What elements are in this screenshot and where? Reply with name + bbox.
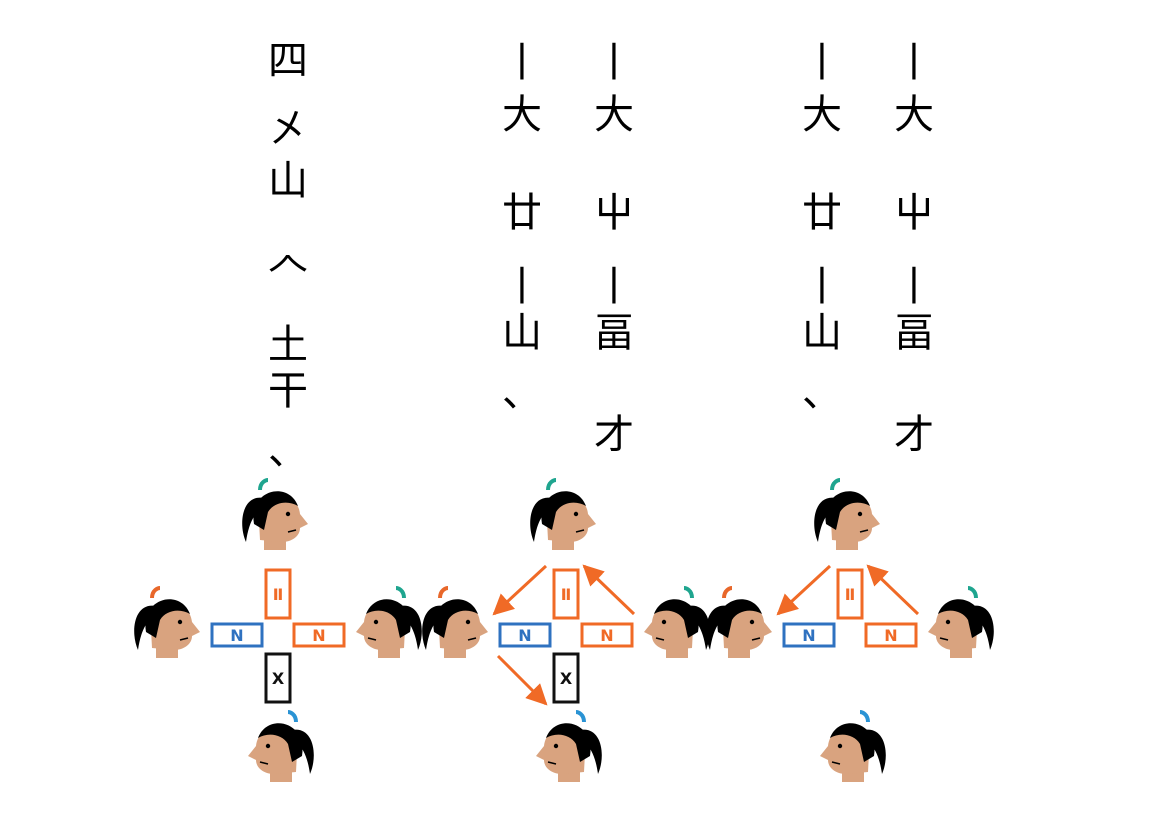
column-glyph: 土: [268, 322, 308, 368]
tile-symbol: N: [884, 626, 897, 645]
column-glyph: 才: [894, 412, 934, 458]
tile-symbol: Ⅱ: [273, 585, 284, 604]
player-head-icon: [536, 710, 602, 782]
column-glyph: 畐: [894, 310, 934, 356]
column-glyph: 丨: [802, 264, 842, 310]
player-head-icon: [242, 478, 308, 550]
tile: Ⅱ: [552, 568, 580, 620]
column-glyph: 丨: [894, 264, 934, 310]
seating-diagram: Ⅱ N N X: [134, 478, 422, 782]
player-head-icon: [814, 478, 880, 550]
player-head-icon: [356, 586, 422, 658]
column-glyph: 畐: [594, 310, 634, 356]
column-glyph: 丨: [502, 264, 542, 310]
tile: N: [210, 622, 264, 648]
player-head-icon: [134, 586, 200, 658]
tile-symbol: X: [272, 669, 285, 688]
column-glyph: 干: [268, 368, 308, 414]
column-glyph: 大: [802, 92, 842, 138]
tile-symbol: N: [230, 626, 243, 645]
column-glyph: 丨: [594, 264, 634, 310]
column-glyph: 大: [594, 92, 634, 138]
tile: Ⅱ: [836, 568, 864, 620]
player-head-icon: [248, 710, 314, 782]
tile: N: [498, 622, 552, 648]
column-glyph: 四: [268, 38, 308, 84]
player-head-icon: [644, 586, 710, 658]
column-glyph: 廿: [502, 190, 542, 236]
tile-symbol: X: [560, 669, 573, 688]
pass-arrow: [496, 654, 548, 706]
tile-symbol: N: [600, 626, 613, 645]
player-head-icon: [530, 478, 596, 550]
tile: N: [864, 622, 918, 648]
player-head-icon: [706, 586, 772, 658]
column-glyph: 山: [802, 310, 842, 356]
player-head-icon: [820, 710, 886, 782]
player-head-icon: [928, 586, 994, 658]
column-glyph: 、: [502, 370, 542, 416]
column-glyph: 廿: [802, 190, 842, 236]
pass-arrow: [582, 564, 636, 616]
tile: X: [264, 652, 292, 704]
column-glyph: 山: [502, 310, 542, 356]
column-glyph: 山: [268, 158, 308, 204]
column-glyph: 丨: [894, 40, 934, 86]
tile: Ⅱ: [264, 568, 292, 620]
seating-diagrams: Ⅱ N N X Ⅱ N N X Ⅱ N N: [134, 478, 994, 782]
column-glyph: 𠆢: [268, 244, 308, 290]
tile: N: [782, 622, 836, 648]
tile: N: [292, 622, 346, 648]
column-glyph: 丨: [594, 40, 634, 86]
tile-symbol: Ⅱ: [845, 585, 856, 604]
column-glyph: 丨: [502, 40, 542, 86]
tile: X: [552, 652, 580, 704]
column-glyph: 丨: [802, 40, 842, 86]
tile-symbol: N: [312, 626, 325, 645]
column-glyph: 、: [802, 370, 842, 416]
pass-arrow: [492, 564, 548, 616]
pass-arrow: [776, 564, 832, 616]
column-glyph: 大: [502, 92, 542, 138]
column-glyph: 㐅: [268, 106, 308, 152]
tile: N: [580, 622, 634, 648]
tile-symbol: N: [802, 626, 815, 645]
pass-arrow: [866, 564, 920, 616]
seating-diagram: Ⅱ N N X: [422, 478, 710, 782]
tile-symbol: Ⅱ: [561, 585, 572, 604]
column-glyph: 屮: [894, 190, 934, 236]
tile-symbol: N: [518, 626, 531, 645]
column-glyph: 、: [268, 428, 308, 474]
column-glyph: 屮: [594, 190, 634, 236]
player-head-icon: [422, 586, 488, 658]
column-glyph: 大: [894, 92, 934, 138]
column-glyph: 才: [594, 412, 634, 458]
seating-diagram: Ⅱ N N: [706, 478, 994, 782]
